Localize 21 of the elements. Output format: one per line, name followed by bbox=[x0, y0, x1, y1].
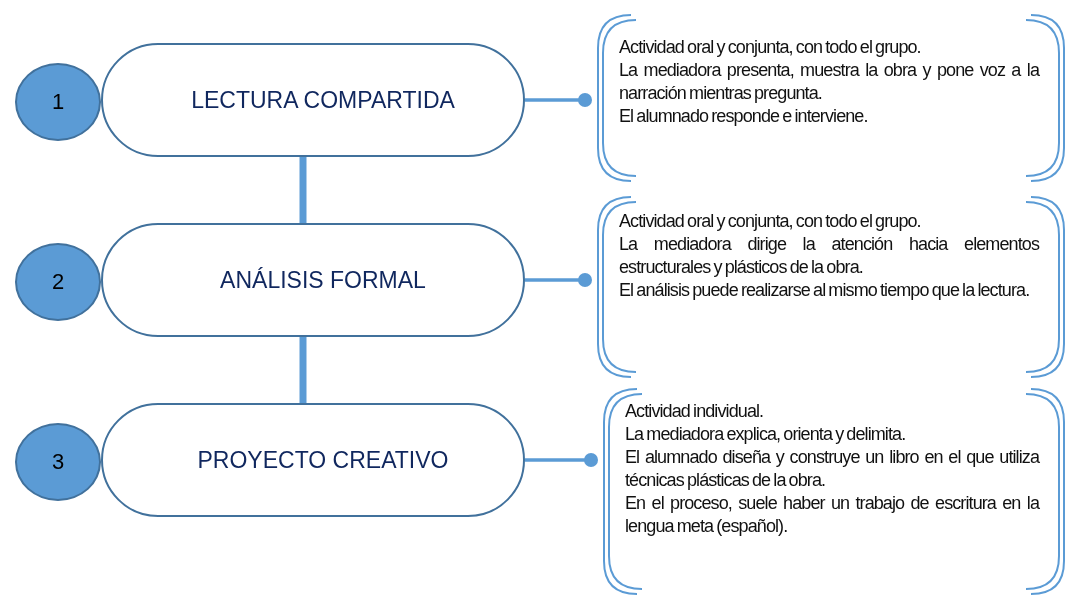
description-text: Actividad oral y conjunta, con todo el grupo. bbox=[619, 36, 922, 59]
step-number: 3 bbox=[51, 449, 65, 475]
description-text: Actividad individual. bbox=[625, 400, 765, 423]
step-title: LECTURA COMPARTIDA bbox=[191, 86, 455, 114]
description-text: La mediadora dirige la atención hacia elementos estructurales y plásticos de la obra. bbox=[619, 233, 1039, 279]
description-text: El alumnado responde e interviene. bbox=[619, 105, 869, 128]
description-text: El alumnado diseña y construye un libro en el que utiliza técnicas plásticas de la obra. bbox=[625, 446, 1039, 492]
connector-line bbox=[525, 93, 592, 107]
step-number: 1 bbox=[51, 89, 65, 115]
description-text: En el proceso, suele haber un trabajo de escritura en la lengua meta (español). bbox=[625, 492, 1039, 538]
step-number: 2 bbox=[51, 269, 65, 295]
connector-line bbox=[525, 453, 598, 467]
connector-line bbox=[299, 337, 307, 403]
connector-line bbox=[525, 273, 592, 287]
step-title: PROYECTO CREATIVO bbox=[197, 446, 449, 474]
description-text: El análisis puede realizarse al mismo tiempo que la lectura. bbox=[619, 279, 1031, 302]
description-text: Actividad oral y conjunta, con todo el grupo. bbox=[619, 210, 922, 233]
connector-line bbox=[299, 157, 307, 223]
description-text: La mediadora explica, orienta y delimita. bbox=[625, 423, 907, 446]
description-text: La mediadora presenta, muestra la obra y pone voz a la narración mientras pregunta. bbox=[619, 59, 1039, 105]
step-title: ANÁLISIS FORMAL bbox=[220, 266, 426, 294]
